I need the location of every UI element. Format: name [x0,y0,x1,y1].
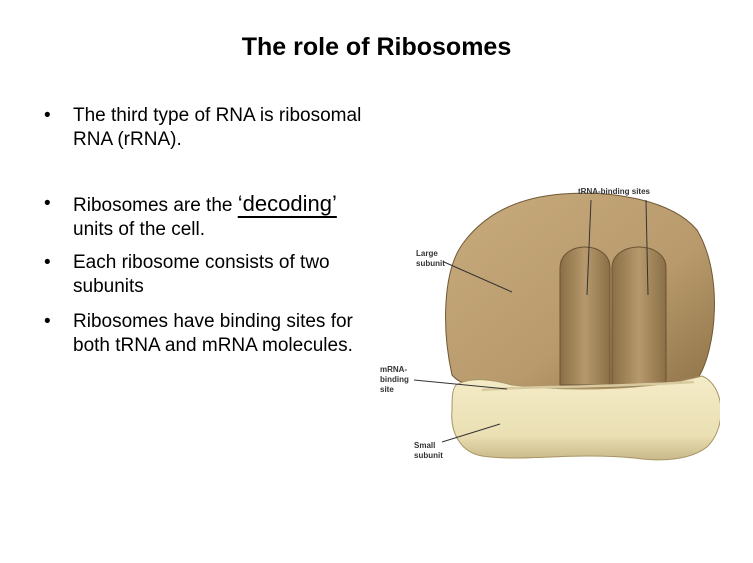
bullet-text: Each ribosome consists of two subunits [73,252,330,297]
bullet-item: • Ribosomes are the ‘decoding’ units of … [44,192,364,242]
label-mrna-1: mRNA- [380,365,407,374]
label-trna-binding-sites: tRNA-binding sites [578,187,651,196]
bullet-emphasis-decoding: ‘decoding’ [237,191,337,216]
bullet-glyph: • [44,252,51,273]
leader-line-large [443,261,513,293]
label-large-2: subunit [416,259,445,268]
label-small-2: subunit [414,451,443,460]
bullet-item: • The third type of RNA is ribosomal RNA… [44,104,364,152]
leader-line-small [441,423,501,443]
bullet-glyph: • [44,105,51,126]
bullet-text: The third type of RNA is ribosomal RNA (… [73,105,362,150]
bullet-glyph: • [44,193,51,214]
bullet-text-pre: Ribosomes are the [73,195,238,216]
leader-line-mrna [413,379,508,390]
bullet-item: • Ribosomes have binding sites for both … [44,310,364,358]
label-mrna-3: site [380,385,394,394]
label-mrna-2: binding [380,375,409,384]
leader-line-trna-right [645,199,649,296]
trna-channel-right [611,246,667,386]
mrna-groove [481,380,695,392]
leader-line-trna-left [586,199,592,296]
bullet-text-post: units of the cell. [73,219,206,240]
bullet-list: • The third type of RNA is ribosomal RNA… [44,104,364,358]
label-large-1: Large [416,249,438,258]
ribosome-diagram: tRNA-binding sites Large subunit mRNA- b… [380,187,720,461]
bullet-item: • Each ribosome consists of two subunits [44,251,364,299]
small-subunit-shape [451,375,720,461]
slide-title: The role of Ribosomes [241,33,512,61]
bullet-text: Ribosomes have binding sites for both tR… [73,311,353,356]
label-small-1: Small [414,441,435,450]
trna-channel-left [559,246,611,386]
bullet-glyph: • [44,311,51,332]
